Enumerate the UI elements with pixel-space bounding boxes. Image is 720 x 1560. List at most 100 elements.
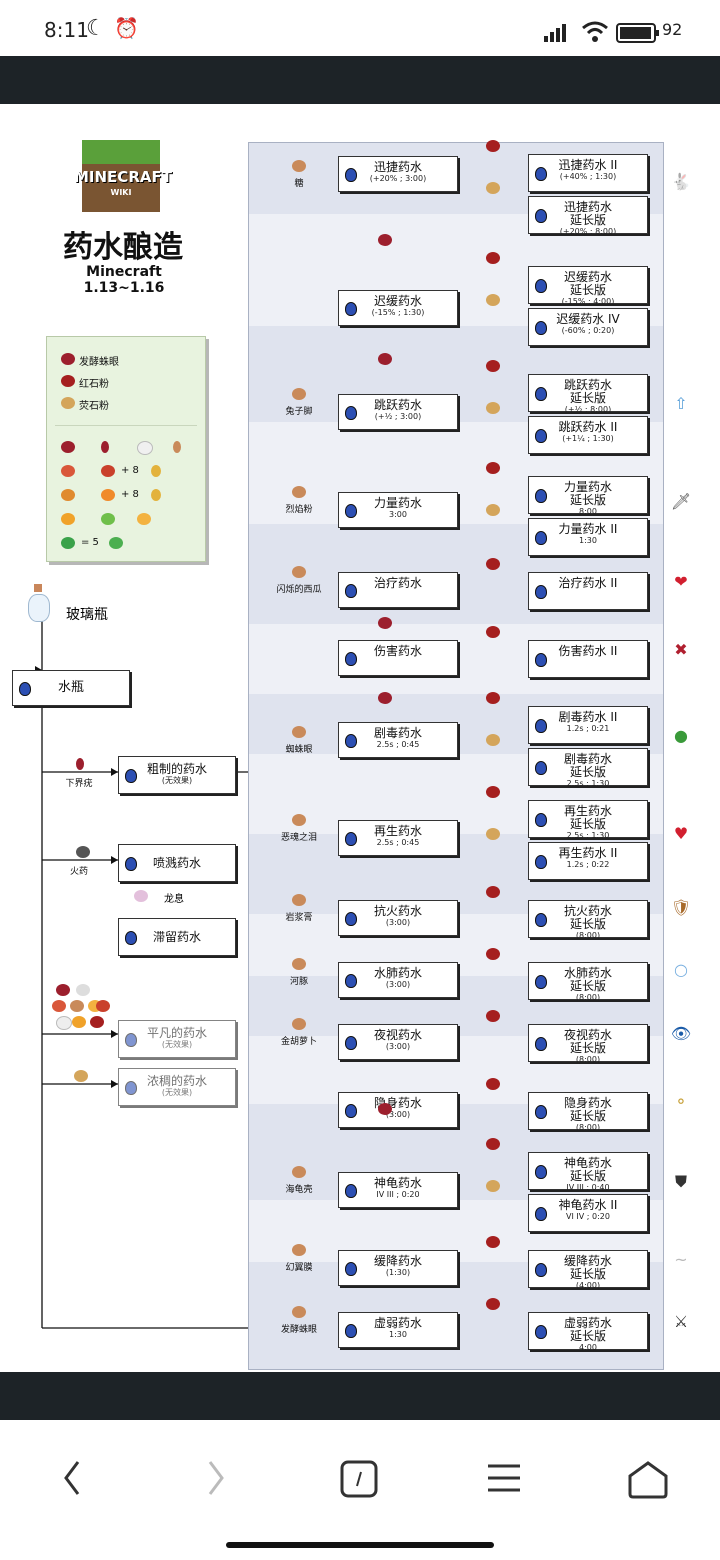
status-bar: 8:11 ☾ ⏰ 92 — [0, 0, 720, 56]
potion-effect-detail: 4:00 — [579, 1343, 597, 1352]
potion-name: 水肺药水 — [563, 966, 612, 980]
glowstone-icon — [74, 1070, 88, 1082]
potion-bottle-icon — [535, 1105, 547, 1119]
potion-bottle-icon — [535, 489, 547, 503]
glowstone-icon — [486, 828, 500, 840]
potion-name: 伤害药水 — [373, 644, 422, 658]
ingredient-icon — [292, 958, 306, 970]
brewing-chart-image[interactable]: MINECRAFT WIKI 药水酿造 Minecraft 1.13~1.16 … — [0, 104, 720, 1372]
effect-icon: ♥ — [673, 824, 689, 843]
fermented-spider-eye-icon — [378, 1103, 392, 1115]
potion-effect-detail: (3:00) — [385, 918, 411, 927]
potion-name: 隐身药水 — [563, 1096, 612, 1110]
mundane-potion-node: 平凡的药水 (无效果) — [118, 1020, 236, 1058]
menu-button[interactable] — [486, 1460, 522, 1496]
ingredient-label: 幻翼膜 — [285, 1263, 313, 1273]
potion-effect-detail: 2.5s ; 1:30 — [566, 831, 610, 840]
redstone-icon — [486, 626, 500, 638]
glass-bottle-icon — [28, 584, 50, 624]
minecraft-logo: MINECRAFT WIKI — [74, 140, 172, 212]
forward-button[interactable] — [204, 1460, 228, 1496]
potion-name: 迟缓药水 — [563, 270, 612, 284]
wifi-icon — [582, 21, 608, 42]
viewer-top-bar — [0, 56, 720, 104]
potion-extended-label: 延长版 — [569, 979, 606, 993]
potion-name: 剧毒药水 — [373, 726, 422, 740]
redstone-icon — [486, 948, 500, 960]
glowstone-icon — [61, 397, 75, 409]
potion-bottle-icon — [345, 1036, 357, 1050]
potion-bottle-icon — [345, 912, 357, 926]
potion-name: 神龟药水 II — [558, 1198, 618, 1212]
potion-bottle-icon — [345, 584, 357, 598]
potion-effect-detail: (-15% ; 1:30) — [371, 308, 425, 317]
redstone-icon — [486, 1138, 500, 1150]
upgraded-potion-node: 治疗药水 II — [528, 572, 648, 610]
potion-name: 剧毒药水 II — [558, 710, 618, 724]
potion-name: 迅捷药水 — [563, 200, 612, 214]
signal-icon — [544, 24, 566, 42]
redstone-icon — [486, 558, 500, 570]
potion-extended-label: 延长版 — [569, 283, 606, 297]
legend-recipe-value: = 5 — [81, 537, 99, 548]
potion-effect-detail: (-15% ; 4:00) — [561, 297, 615, 306]
water-bottle-node: 水瓶 — [12, 670, 130, 706]
potion-effect-detail: (8:00) — [575, 1055, 601, 1064]
magma-cream-icon — [61, 513, 75, 525]
potion-effect-detail: (+½ ; 8:00) — [564, 405, 612, 414]
potion-effect-detail: 8:00 — [579, 507, 597, 516]
upgraded-potion-node: 夜视药水延长版(8:00) — [528, 1024, 648, 1064]
home-button[interactable] — [626, 1460, 670, 1500]
moon-icon: ☾ — [86, 16, 106, 41]
gold-nugget-icon — [151, 465, 161, 477]
redstone-icon — [486, 140, 500, 152]
potion-bottle-icon — [535, 719, 547, 733]
potion-effect-detail: (+20% ; 8:00) — [559, 227, 617, 236]
slimeball-icon — [101, 513, 115, 525]
effect-icon: ~ — [674, 1250, 688, 1269]
ingredient-label: 金胡萝卜 — [280, 1037, 317, 1047]
effect-icon: ✖ — [674, 640, 688, 659]
effect-icon: ⇧ — [674, 394, 688, 413]
potion-bottle-icon — [535, 585, 547, 599]
potion-bottle-icon — [535, 913, 547, 927]
upgraded-potion-node: 迅捷药水 II(+40% ; 1:30) — [528, 154, 648, 192]
potion-effect-detail: (1:30) — [385, 1268, 411, 1277]
potion-bottle-icon — [535, 653, 547, 667]
redstone-icon — [486, 886, 500, 898]
ingredient-label: 蜘蛛眼 — [285, 745, 313, 755]
potion-extended-label: 延长版 — [569, 1329, 606, 1343]
tabs-button[interactable] — [340, 1460, 378, 1498]
upgraded-potion-node: 抗火药水延长版(8:00) — [528, 900, 648, 940]
fermented-spider-eye-icon — [378, 692, 392, 704]
sugar-icon — [137, 441, 153, 455]
potion-node: 跳跃药水(+½ ; 3:00) — [338, 394, 458, 430]
effect-icon: 🐇 — [671, 172, 691, 191]
potion-bottle-icon — [535, 813, 547, 827]
potion-name: 再生药水 II — [558, 846, 618, 860]
potion-extended-label: 延长版 — [569, 817, 606, 831]
legend-label: 发酵蛛眼 — [79, 357, 119, 368]
gunpowder-icon — [76, 846, 90, 858]
potion-bottle-icon — [125, 1081, 137, 1095]
effect-icon: 🛡 — [670, 898, 692, 917]
back-button[interactable] — [60, 1460, 84, 1496]
splash-potion-node: 喷溅药水 — [118, 844, 236, 882]
potion-bottle-icon — [535, 531, 547, 545]
potion-bottle-icon — [345, 168, 357, 182]
home-indicator — [226, 1542, 494, 1548]
potion-bottle-icon — [535, 209, 547, 223]
potion-bottle-icon — [345, 504, 357, 518]
legend-label: 红石粉 — [79, 379, 109, 390]
thick-potion-node: 浓稠的药水 (无效果) — [118, 1068, 236, 1106]
potion-name: 治疗药水 II — [558, 576, 618, 590]
potion-name: 迟缓药水 IV — [556, 312, 620, 326]
